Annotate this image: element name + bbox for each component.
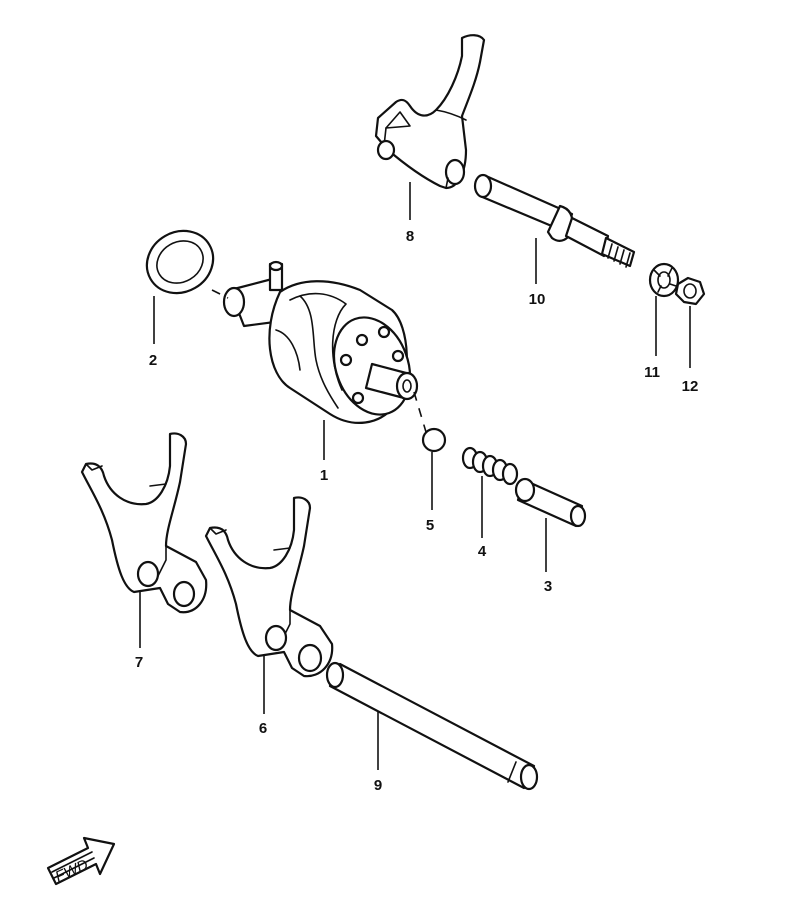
label-part-12: 12 — [682, 378, 699, 395]
part-5-ball — [421, 427, 447, 453]
part-4-spring — [461, 446, 519, 486]
label-part-4: 4 — [478, 543, 487, 560]
fwd-label: FWD — [53, 856, 91, 885]
label-part-2: 2 — [149, 352, 157, 369]
label-part-5: 5 — [426, 517, 434, 534]
part-3-pin — [514, 477, 587, 528]
label-part-8: 8 — [406, 228, 414, 245]
label-part-9: 9 — [374, 777, 382, 794]
part-1-shift-drum — [222, 260, 419, 424]
label-part-3: 3 — [544, 578, 552, 595]
part-6-shift-fork — [204, 496, 334, 678]
part-8-shift-fork — [374, 34, 486, 190]
label-part-11: 11 — [644, 364, 660, 381]
part-2-washer — [145, 229, 215, 295]
part-9-shaft — [325, 661, 539, 791]
part-7-shift-fork — [80, 432, 208, 614]
fwd-arrow-icon: FWD — [46, 836, 116, 886]
label-part-1: 1 — [320, 467, 328, 484]
part-10-shaft — [473, 173, 636, 268]
label-part-10: 10 — [529, 291, 546, 308]
part-12-nut — [674, 276, 706, 306]
part-11-lock-washer — [648, 262, 680, 298]
label-part-7: 7 — [135, 654, 143, 671]
label-part-6: 6 — [259, 720, 267, 737]
